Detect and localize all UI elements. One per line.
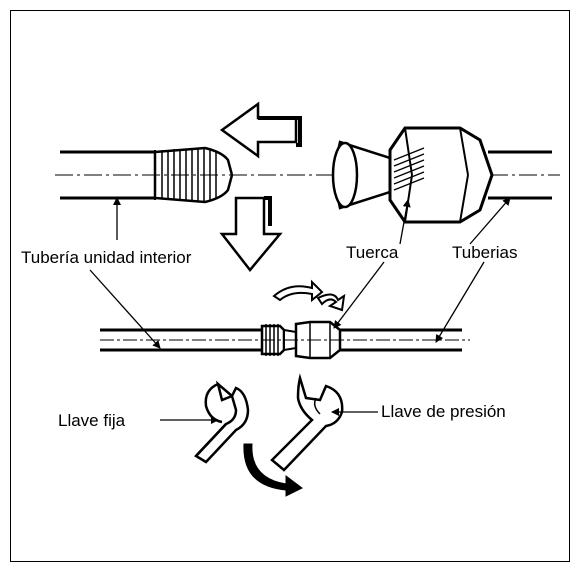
label-pipes: Tuberias xyxy=(452,243,518,262)
diagram-frame xyxy=(10,10,570,562)
fixed-wrench-drawing xyxy=(194,380,250,464)
pressure-wrench-drawing xyxy=(270,373,344,472)
label-pressure-wrench: Llave de presión xyxy=(381,402,506,421)
turn-arrow xyxy=(243,443,303,497)
label-fixed-wrench: Llave fija xyxy=(58,411,126,430)
rotation-arrows xyxy=(272,279,346,312)
label-indoor-pipe: Tubería unidad interior xyxy=(21,248,192,267)
leader-lines xyxy=(89,197,511,424)
flare-nut-drawing xyxy=(331,126,552,224)
label-nut: Tuerca xyxy=(346,243,399,262)
push-left-arrow xyxy=(219,101,302,159)
push-down-arrow xyxy=(219,196,283,272)
